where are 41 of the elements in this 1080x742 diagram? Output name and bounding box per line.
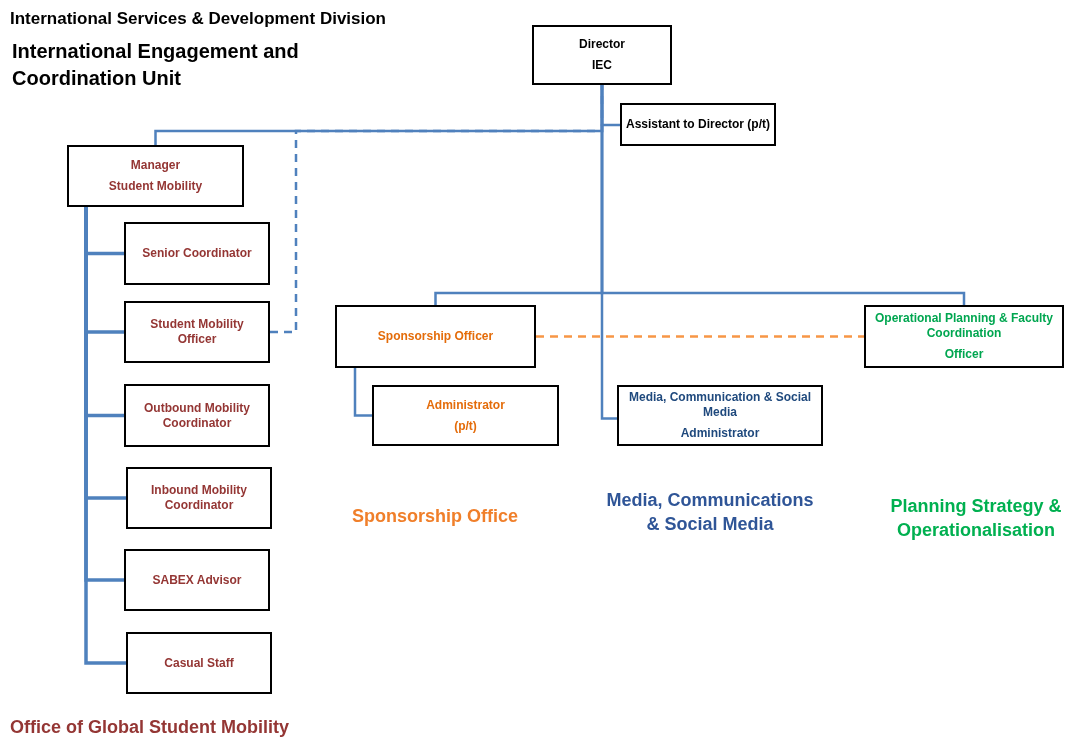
org-box xyxy=(532,25,672,85)
role-text: Officer xyxy=(944,347,984,362)
connector-line xyxy=(353,368,372,417)
connector-line xyxy=(84,207,126,665)
org-box xyxy=(124,301,270,363)
unit-heading: International Engagement and Coordination Unit xyxy=(12,39,300,91)
section-label: Sponsorship Office xyxy=(351,505,519,528)
org-box xyxy=(617,385,823,446)
role-text: Outbound Mobility Coordinator xyxy=(143,400,251,431)
role-text: Sponsorship Officer xyxy=(377,329,494,344)
role-text: Administrator xyxy=(680,426,760,441)
role-text: Operational Planning & Faculty Coordination xyxy=(874,311,1054,341)
org-box xyxy=(372,385,559,446)
section-label: Media, Communications & Social Media xyxy=(605,489,815,536)
role-text: IEC xyxy=(592,58,612,73)
role-text: Media, Communication & Social Media xyxy=(628,390,812,420)
role-text: Assistant to Director (p/t) xyxy=(626,117,770,132)
role-text: Administrator xyxy=(426,397,505,413)
org-box xyxy=(620,103,776,146)
org-box xyxy=(124,549,270,611)
org-box xyxy=(124,384,270,447)
role-text: Inbound Mobility Coordinator xyxy=(150,483,248,513)
role-text: Casual Staff xyxy=(164,655,234,671)
section-label: Planning Strategy & Operationalisation xyxy=(889,495,1063,542)
org-box xyxy=(126,467,272,529)
role-text: Manager xyxy=(130,158,181,173)
org-box xyxy=(126,632,272,694)
org-box xyxy=(335,305,536,368)
role-text: Student Mobility xyxy=(108,179,203,194)
role-text: (p/t) xyxy=(454,418,477,434)
division-title: International Services & Development Division xyxy=(10,8,386,30)
role-text: Student Mobility Officer xyxy=(149,317,245,347)
role-text: Director xyxy=(579,37,625,52)
dashed-connector xyxy=(270,85,604,334)
role-text: Senior Coordinator xyxy=(142,246,252,261)
dashed-connector xyxy=(536,335,864,338)
role-text: SABEX Advisor xyxy=(152,572,242,588)
section-label: Office of Global Student Mobility xyxy=(10,716,290,739)
org-box xyxy=(124,222,270,285)
org-box xyxy=(67,145,244,207)
org-box xyxy=(864,305,1064,368)
